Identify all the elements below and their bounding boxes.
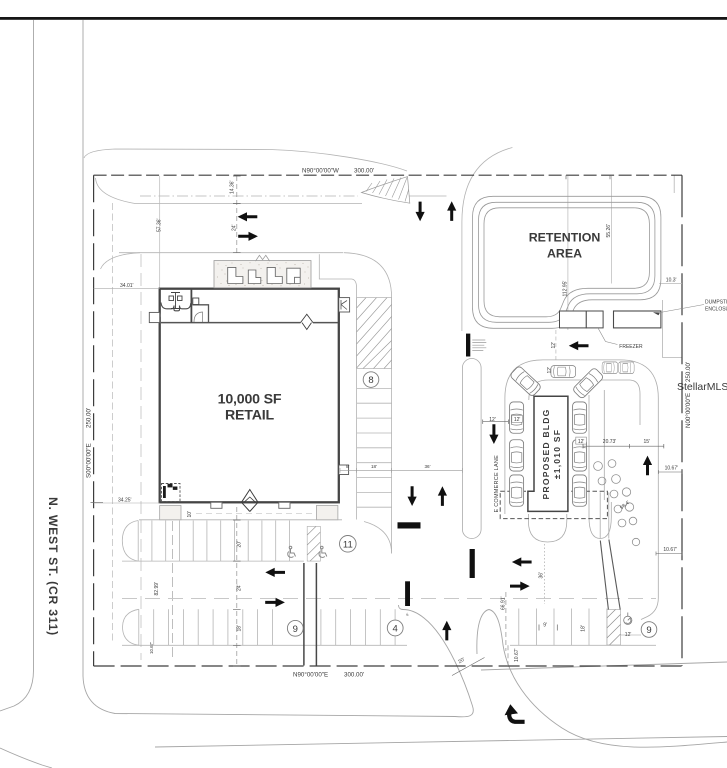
svg-text:112.95': 112.95' <box>562 281 568 297</box>
svg-text:N90°00'00"E: N90°00'00"E <box>293 672 328 679</box>
svg-text:15': 15' <box>644 439 651 445</box>
svg-text:DUMPSTER: DUMPSTER <box>705 300 727 306</box>
svg-text:8': 8' <box>346 464 350 469</box>
svg-text:10': 10' <box>187 511 193 518</box>
svg-text:12': 12' <box>489 417 496 423</box>
svg-text:9: 9 <box>293 624 298 635</box>
svg-text:57.36': 57.36' <box>156 218 162 232</box>
svg-text:RETAIL: RETAIL <box>225 407 275 423</box>
svg-text:20': 20' <box>236 541 242 548</box>
svg-text:250.00': 250.00' <box>86 408 93 428</box>
svg-text:11: 11 <box>343 539 353 550</box>
svg-text:12': 12' <box>578 439 585 445</box>
svg-text:10.3': 10.3' <box>666 278 677 284</box>
svg-text:18': 18' <box>371 464 377 469</box>
svg-text:N00°00'00"E: N00°00'00"E <box>685 393 692 428</box>
svg-text:24': 24' <box>236 584 242 591</box>
svg-text:10.67': 10.67' <box>149 642 154 654</box>
svg-text:4: 4 <box>393 624 398 635</box>
svg-text:12': 12' <box>551 342 557 349</box>
svg-text:250.00': 250.00' <box>685 362 692 382</box>
svg-text:9': 9' <box>543 622 547 628</box>
svg-text:N90°00'00"W: N90°00'00"W <box>302 168 339 175</box>
svg-text:10.67': 10.67' <box>663 547 677 553</box>
svg-text:9: 9 <box>646 625 651 636</box>
svg-text:14.36': 14.36' <box>229 180 235 194</box>
svg-text:10,000 SF: 10,000 SF <box>218 392 282 408</box>
svg-text:300.00': 300.00' <box>344 672 364 679</box>
svg-text:36': 36' <box>425 464 431 469</box>
svg-text:E COMMERCE LANE: E COMMERCE LANE <box>494 455 500 513</box>
svg-text:N. WEST ST. (CR 311): N. WEST ST. (CR 311) <box>46 497 60 636</box>
svg-text:ENCLOSURE: ENCLOSURE <box>705 307 727 313</box>
svg-text:20.73': 20.73' <box>603 439 617 445</box>
svg-text:300.00': 300.00' <box>354 168 374 175</box>
svg-text:8: 8 <box>368 375 373 386</box>
svg-text:StellarMLS: StellarMLS <box>677 381 727 393</box>
svg-text:24': 24' <box>232 224 238 231</box>
svg-text:S00°00'00"E: S00°00'00"E <box>86 443 93 478</box>
svg-text:18': 18' <box>236 625 242 632</box>
svg-text:82.99': 82.99' <box>154 582 160 596</box>
svg-text:58.4': 58.4' <box>619 500 631 511</box>
svg-text:FREEZER: FREEZER <box>619 344 643 350</box>
svg-text:PROPOSED BLDG: PROPOSED BLDG <box>541 408 551 499</box>
svg-text:10.67': 10.67' <box>665 465 679 471</box>
svg-text:AREA: AREA <box>547 247 582 261</box>
svg-text:12': 12' <box>547 367 553 374</box>
svg-text:10.67': 10.67' <box>514 648 520 662</box>
svg-text:34.25': 34.25' <box>118 498 132 504</box>
svg-text:4': 4' <box>405 612 410 617</box>
svg-text:±1,010 SF: ±1,010 SF <box>552 429 562 479</box>
svg-text:12': 12' <box>514 417 521 423</box>
svg-text:36': 36' <box>539 572 545 579</box>
svg-text:55.26': 55.26' <box>606 224 612 238</box>
svg-text:20': 20' <box>457 657 466 666</box>
svg-text:18': 18' <box>580 625 586 632</box>
svg-text:RETENTION: RETENTION <box>529 231 601 245</box>
svg-text:66.91': 66.91' <box>500 596 506 610</box>
svg-text:34.01': 34.01' <box>120 283 134 289</box>
